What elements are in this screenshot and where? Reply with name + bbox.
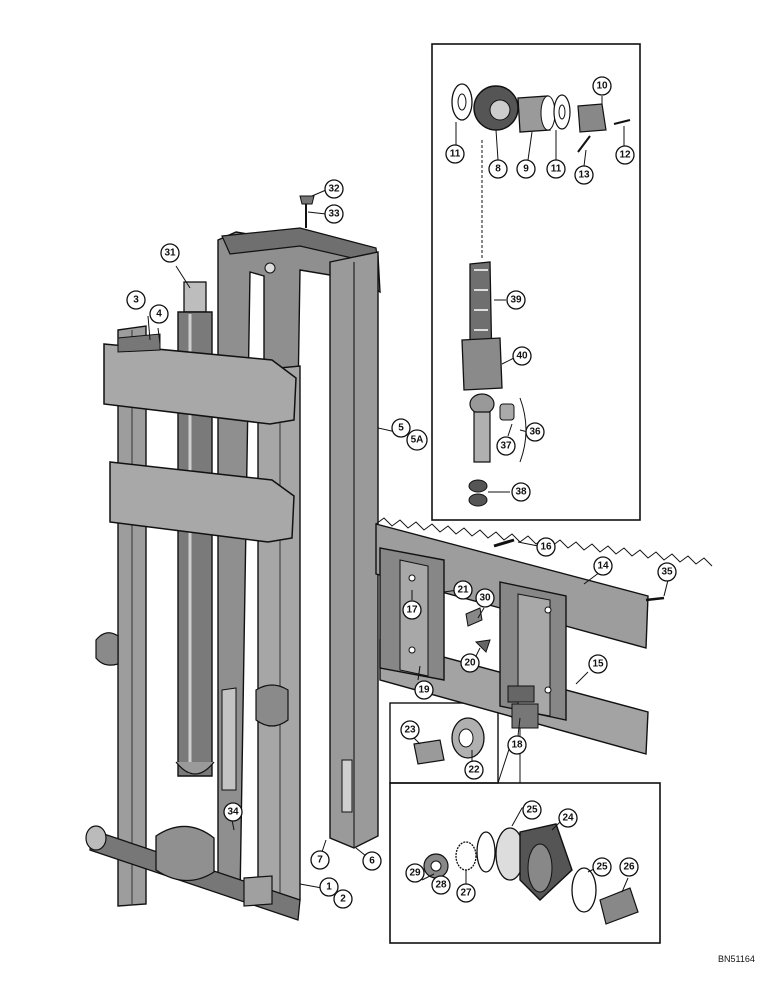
callout-16: 16 bbox=[536, 537, 556, 557]
svg-text:28: 28 bbox=[435, 880, 447, 891]
svg-text:32: 32 bbox=[328, 184, 340, 195]
svg-text:36: 36 bbox=[529, 427, 541, 438]
upright-mast-assembly bbox=[85, 195, 381, 921]
callout-8: 8 bbox=[488, 159, 508, 179]
svg-text:4: 4 bbox=[156, 309, 162, 320]
svg-text:17: 17 bbox=[406, 605, 418, 616]
svg-text:27: 27 bbox=[460, 888, 472, 899]
svg-text:10: 10 bbox=[596, 81, 608, 92]
callout-4: 4 bbox=[149, 304, 169, 324]
callout-36: 36 bbox=[525, 422, 545, 442]
svg-text:12: 12 bbox=[619, 150, 631, 161]
roller-parts bbox=[413, 717, 639, 925]
svg-text:39: 39 bbox=[510, 295, 522, 306]
callout-6: 6 bbox=[362, 851, 382, 871]
callout-1: 1 bbox=[319, 877, 339, 897]
svg-text:25: 25 bbox=[526, 805, 538, 816]
svg-text:19: 19 bbox=[418, 685, 430, 696]
svg-text:11: 11 bbox=[450, 149, 461, 160]
callout-37: 37 bbox=[496, 436, 516, 456]
callout-14: 14 bbox=[593, 556, 613, 576]
figure-reference-number: BN51164 bbox=[718, 954, 755, 964]
svg-text:24: 24 bbox=[562, 813, 574, 824]
callout-3: 3 bbox=[126, 290, 146, 310]
svg-text:3: 3 bbox=[133, 295, 139, 306]
roller-small-inset bbox=[389, 702, 499, 784]
svg-text:34: 34 bbox=[227, 807, 239, 818]
callout-27: 27 bbox=[456, 883, 476, 903]
svg-text:26: 26 bbox=[623, 862, 635, 873]
callout-30: 30 bbox=[475, 588, 495, 608]
callout-10: 10 bbox=[592, 76, 612, 96]
svg-text:33: 33 bbox=[328, 209, 340, 220]
callout-31: 31 bbox=[160, 243, 180, 263]
callout-20: 20 bbox=[460, 653, 480, 673]
svg-text:5A: 5A bbox=[411, 435, 424, 446]
svg-text:21: 21 bbox=[457, 585, 469, 596]
chain-sprocket-parts bbox=[451, 83, 631, 507]
callout-11-right: 11 bbox=[546, 159, 566, 179]
callout-39: 39 bbox=[506, 290, 526, 310]
svg-text:37: 37 bbox=[500, 441, 512, 452]
callout-5a: 5A bbox=[406, 429, 428, 451]
svg-text:14: 14 bbox=[597, 561, 609, 572]
callout-12: 12 bbox=[615, 145, 635, 165]
svg-text:38: 38 bbox=[515, 487, 527, 498]
svg-text:20: 20 bbox=[464, 658, 476, 669]
svg-text:11: 11 bbox=[551, 164, 562, 175]
svg-text:40: 40 bbox=[516, 351, 528, 362]
callout-23: 23 bbox=[400, 720, 420, 740]
roller-detail-inset bbox=[389, 782, 661, 944]
callout-33: 33 bbox=[324, 204, 344, 224]
svg-text:16: 16 bbox=[540, 542, 552, 553]
callout-25-right: 25 bbox=[592, 857, 612, 877]
callout-7: 7 bbox=[310, 850, 330, 870]
svg-text:22: 22 bbox=[468, 765, 480, 776]
callout-17: 17 bbox=[402, 600, 422, 620]
callout-26: 26 bbox=[619, 857, 639, 877]
svg-text:15: 15 bbox=[592, 659, 604, 670]
svg-text:13: 13 bbox=[578, 170, 590, 181]
callout-34: 34 bbox=[223, 802, 243, 822]
svg-text:8: 8 bbox=[495, 164, 501, 175]
callout-24: 24 bbox=[558, 808, 578, 828]
callout-2: 2 bbox=[333, 889, 353, 909]
callout-11-left: 11 bbox=[445, 144, 465, 164]
svg-text:25: 25 bbox=[596, 862, 608, 873]
svg-text:29: 29 bbox=[409, 868, 421, 879]
callout-38: 38 bbox=[511, 482, 531, 502]
callout-19: 19 bbox=[414, 680, 434, 700]
callout-15: 15 bbox=[588, 654, 608, 674]
fork-carriage-assembly bbox=[375, 517, 713, 755]
callout-22: 22 bbox=[464, 760, 484, 780]
callout-29: 29 bbox=[405, 863, 425, 883]
svg-text:23: 23 bbox=[404, 725, 416, 736]
svg-text:1: 1 bbox=[326, 882, 332, 893]
callout-9: 9 bbox=[516, 159, 536, 179]
callout-21: 21 bbox=[453, 580, 473, 600]
callout-32: 32 bbox=[324, 179, 344, 199]
callout-35: 35 bbox=[657, 562, 677, 582]
callout-28: 28 bbox=[431, 875, 451, 895]
svg-text:2: 2 bbox=[340, 894, 346, 905]
callout-13: 13 bbox=[574, 165, 594, 185]
svg-text:6: 6 bbox=[369, 856, 375, 867]
callout-40: 40 bbox=[512, 346, 532, 366]
svg-text:35: 35 bbox=[661, 567, 673, 578]
svg-text:18: 18 bbox=[511, 740, 523, 751]
callout-25-upper: 25 bbox=[522, 800, 542, 820]
svg-text:9: 9 bbox=[523, 164, 529, 175]
callout-5: 5 bbox=[391, 418, 411, 438]
svg-text:5: 5 bbox=[398, 423, 404, 434]
svg-text:7: 7 bbox=[317, 855, 323, 866]
svg-text:31: 31 bbox=[164, 248, 176, 259]
chain-detail-inset bbox=[431, 43, 641, 521]
callout-18: 18 bbox=[507, 735, 527, 755]
svg-text:30: 30 bbox=[479, 593, 491, 604]
